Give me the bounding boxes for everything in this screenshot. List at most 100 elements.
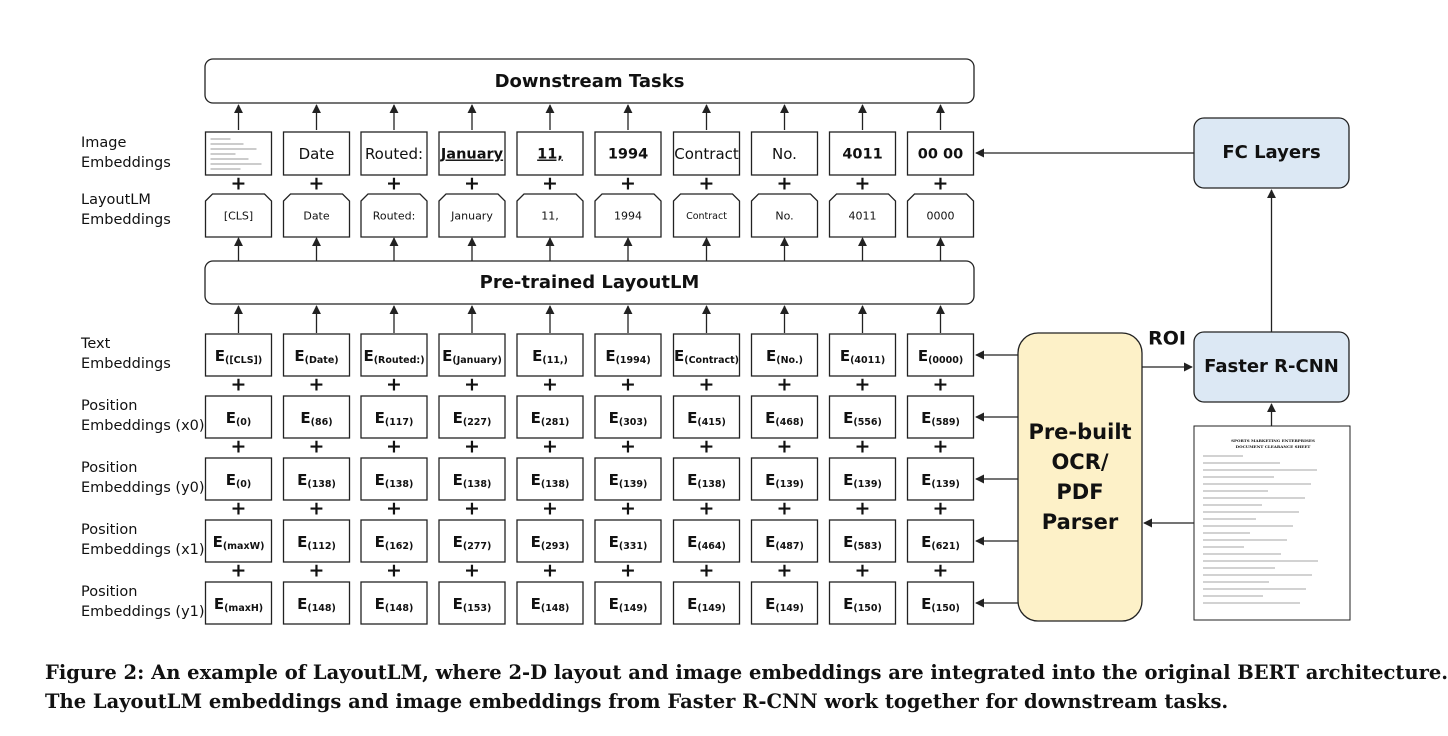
image-token-label: Date	[299, 145, 335, 163]
layoutlm-embeddings-label: Embeddings	[81, 212, 171, 228]
image-token-label: 00 00	[918, 147, 963, 163]
position-y0-box	[438, 457, 506, 501]
position-x0-label: E(281)	[531, 409, 570, 428]
document-image-icon	[1193, 425, 1351, 621]
document-heading: SPORTS MARKETING ENTERPRISES	[1231, 438, 1315, 443]
pretrained-layoutlm-label: Pre-trained LayoutLM	[480, 272, 700, 293]
plus-sign: +	[777, 560, 793, 582]
plus-sign: +	[542, 560, 558, 582]
text-embedding-label: E(1994)	[605, 347, 650, 366]
position-y1-box	[672, 581, 741, 625]
image-token-label: Routed:	[365, 145, 423, 163]
position-x1-label: E(583)	[843, 533, 882, 552]
layoutlm-embedding-box	[906, 193, 975, 238]
layoutlm-token-label: 0000	[927, 210, 955, 223]
plus-sign: +	[386, 374, 402, 396]
position-x0-box	[516, 395, 584, 439]
position-y1-box	[828, 581, 897, 625]
position-x1-box	[828, 519, 897, 563]
image-token-label: 1994	[608, 147, 648, 163]
plus-sign: +	[699, 560, 715, 582]
plus-sign: +	[620, 374, 636, 396]
plus-sign: +	[620, 173, 636, 195]
image-embedding-box	[906, 131, 975, 176]
position-x1-box	[672, 519, 741, 563]
text-embeddings-label: Text	[80, 336, 111, 352]
text-embedding-label: E(Routed:)	[363, 347, 424, 366]
plus-sign: +	[699, 436, 715, 458]
layoutlm-embedding-box	[828, 193, 897, 238]
plus-sign: +	[464, 374, 480, 396]
plus-sign: +	[777, 374, 793, 396]
plus-sign: +	[933, 173, 949, 195]
position-y1-label: E(148)	[375, 595, 414, 614]
layoutlm-token-label: January	[450, 210, 493, 223]
position-y1-box	[906, 581, 975, 625]
position-x0-label: E(415)	[687, 409, 726, 428]
position-y0-box	[516, 457, 584, 501]
position-x0-label: E(0)	[226, 409, 252, 428]
position-y1-box	[360, 581, 428, 625]
position-x0-box	[828, 395, 897, 439]
position-x1-label: E(621)	[921, 533, 960, 552]
position-x1-label: E(331)	[609, 533, 648, 552]
plus-sign: +	[542, 436, 558, 458]
layoutlm-embedding-box	[516, 193, 584, 238]
plus-sign: +	[542, 173, 558, 195]
plus-sign: +	[620, 498, 636, 520]
position-y1-label: E(150)	[843, 595, 882, 614]
image-embedding-box	[282, 131, 351, 176]
text-embedding-label: E(No.)	[766, 347, 803, 366]
image-token-label: Contract	[674, 145, 739, 163]
position-x0-label: E(589)	[921, 409, 960, 428]
position-y0-label: E(138)	[453, 471, 492, 490]
document-heading: DOCUMENT CLEARANCE SHEET	[1236, 444, 1311, 449]
text-embedding-label: E(January)	[442, 347, 502, 366]
image-embedding-box	[750, 131, 819, 176]
position-y1-label: E(148)	[531, 595, 570, 614]
plus-sign: +	[699, 498, 715, 520]
position-x0-box	[594, 395, 662, 439]
image-embedding-box	[672, 131, 741, 176]
position-y0-box	[360, 457, 428, 501]
image-token-label: January	[440, 147, 504, 163]
position-x0-box	[906, 395, 975, 439]
layoutlm-token-label: Routed:	[373, 210, 416, 223]
plus-sign: +	[231, 498, 247, 520]
ocr-parser-label: OCR/	[1051, 450, 1108, 474]
text-embedding-label: E(Date)	[294, 347, 338, 366]
layoutlm-token-label: 4011	[849, 210, 877, 223]
fc-layers-box	[1193, 117, 1350, 189]
image-embeddings-label: Image	[81, 135, 126, 151]
ocr-parser-box	[1017, 332, 1143, 622]
position-x0-box	[438, 395, 506, 439]
plus-sign: +	[464, 560, 480, 582]
plus-sign: +	[855, 498, 871, 520]
position-y0-box	[750, 457, 819, 501]
position-y1-box	[516, 581, 584, 625]
position-y1-label: Position	[81, 584, 137, 600]
position-y1-label: E(149)	[687, 595, 726, 614]
position-y0-label: E(0)	[226, 471, 252, 490]
position-y1-label: E(148)	[297, 595, 336, 614]
plus-sign: +	[620, 560, 636, 582]
plus-sign: +	[309, 374, 325, 396]
layoutlm-token-label: Date	[303, 210, 330, 223]
layoutlm-token-label: 1994	[614, 210, 642, 223]
image-embedding-box	[828, 131, 897, 176]
plus-sign: +	[777, 498, 793, 520]
text-embedding-label: E(11,)	[532, 347, 568, 366]
plus-sign: +	[231, 173, 247, 195]
text-embeddings-label: Embeddings	[81, 356, 171, 372]
position-y1-box	[594, 581, 662, 625]
position-x1-box	[360, 519, 428, 563]
layoutlm-embedding-box	[672, 193, 741, 238]
image-embedding-box	[360, 131, 428, 176]
image-embedding-box	[204, 131, 273, 176]
position-y0-label: E(139)	[765, 471, 804, 490]
position-y0-label: E(138)	[687, 471, 726, 490]
roi-label: ROI	[1148, 328, 1186, 350]
position-x1-label: E(293)	[531, 533, 570, 552]
layoutlm-token-label: Contract	[686, 211, 727, 222]
text-embedding-box	[204, 333, 273, 377]
